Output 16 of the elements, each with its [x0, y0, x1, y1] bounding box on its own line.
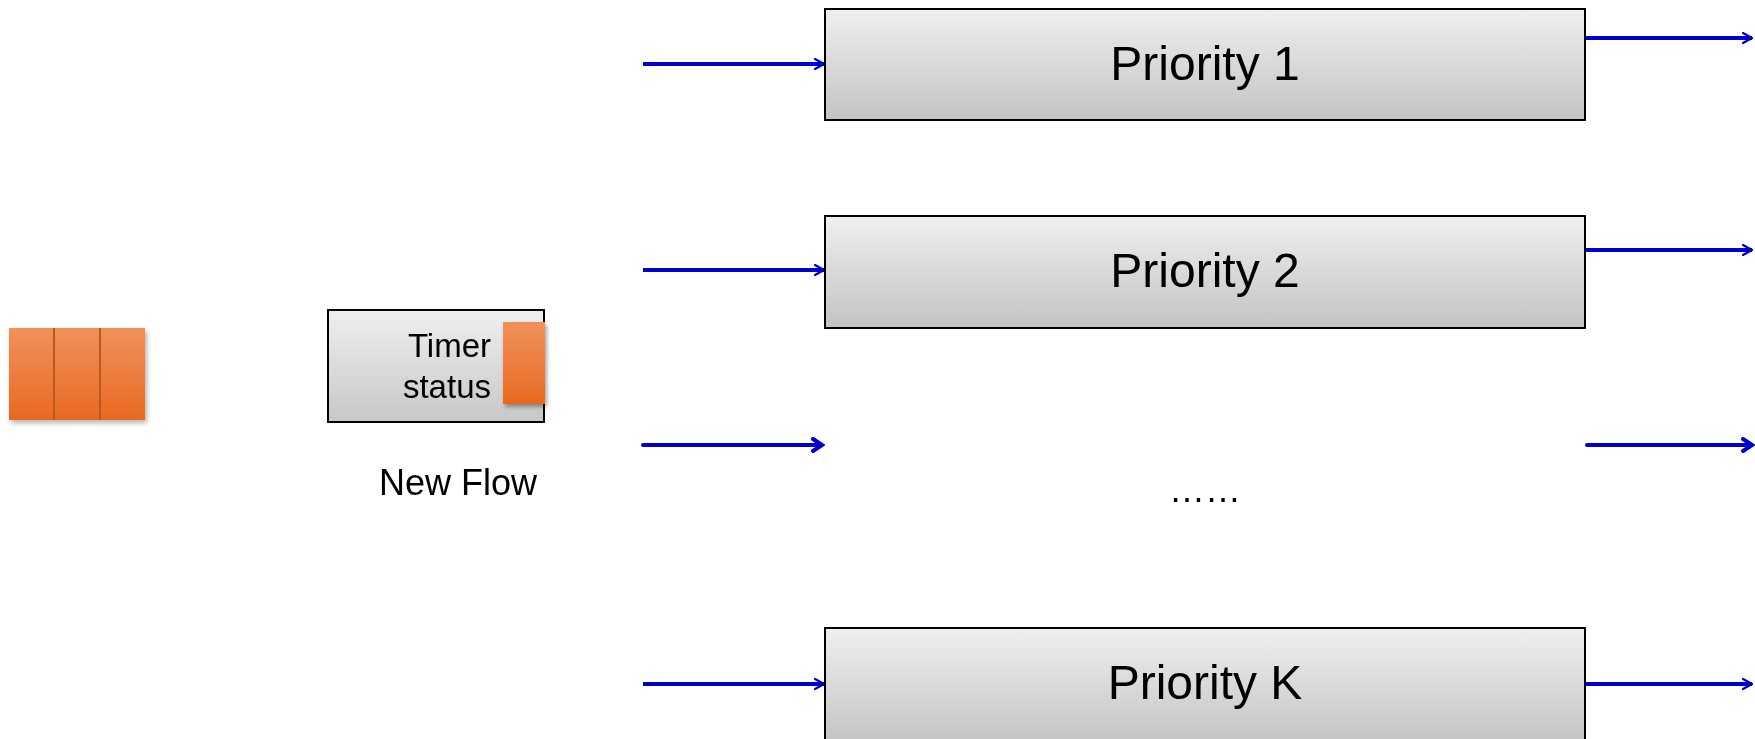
priority-queue-box — [824, 627, 1586, 739]
timer-label: Timer status — [401, 325, 491, 407]
arrow — [1586, 243, 1754, 257]
ellipsis-text: …… — [1168, 472, 1242, 508]
arrow — [643, 677, 826, 691]
arrow — [1586, 31, 1754, 45]
arrow — [643, 57, 826, 71]
flow-caption: New Flow — [379, 465, 538, 501]
priority-queue-box — [824, 215, 1586, 329]
queue-label: Priority 1 — [1110, 36, 1300, 92]
queue-label: Priority 2 — [1110, 243, 1300, 299]
queue-label: Priority K — [1107, 655, 1303, 711]
arrow — [643, 263, 826, 277]
timer-box — [327, 309, 545, 423]
priority-queue-box — [824, 8, 1586, 121]
arrow — [1586, 677, 1754, 691]
